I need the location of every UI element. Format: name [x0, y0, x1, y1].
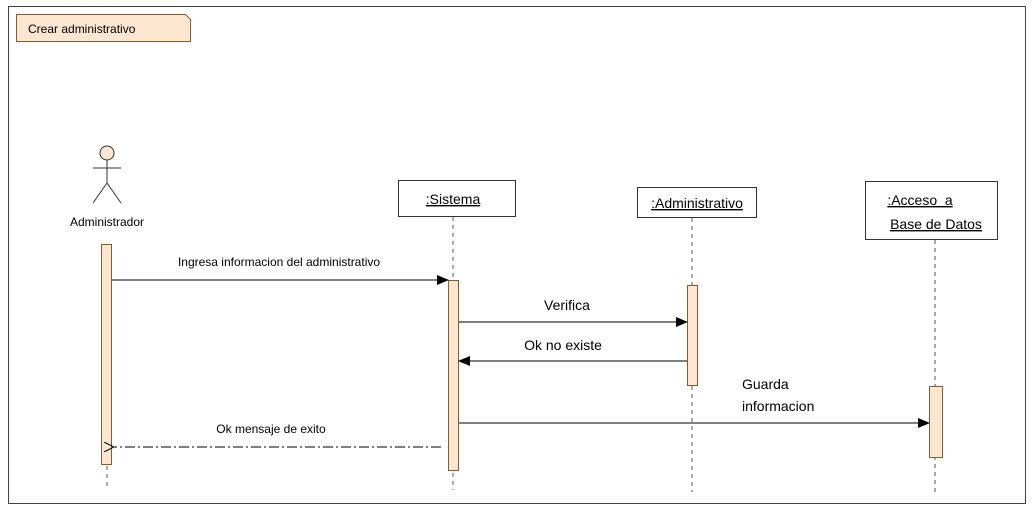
diagram-border	[8, 6, 1026, 504]
message-ingresa: Ingresa informacion del administrativo	[112, 255, 449, 285]
message-guarda-label-1: Guarda	[742, 376, 789, 392]
message-ok-no-existe-label: Ok no existe	[524, 337, 602, 353]
message-guarda: Guarda informacion	[459, 376, 930, 428]
lifeline-administrativo: :Administrativo	[637, 187, 757, 218]
message-verifica: Verifica	[459, 297, 688, 327]
lifeline-acceso-label-2: Base de Datos	[890, 216, 982, 232]
lifeline-acceso-bd: :Acceso a Base de Datos	[865, 181, 998, 240]
activation-administrativo	[687, 285, 698, 386]
activation-sistema	[448, 280, 459, 471]
message-guarda-label-2: informacion	[742, 398, 814, 414]
actor-administrador: Administrador	[70, 145, 144, 229]
activation-acceso	[929, 386, 943, 458]
lifeline-sistema-label: :Sistema	[426, 191, 481, 207]
message-ok-exito: Ok mensaje de exito	[114, 422, 441, 447]
message-ingresa-label: Ingresa informacion del administrativo	[178, 255, 380, 269]
message-verifica-label: Verifica	[544, 297, 590, 313]
actor-head	[99, 145, 115, 161]
message-ok-exito-label: Ok mensaje de exito	[216, 422, 326, 436]
message-ok-no-existe: Ok no existe	[458, 337, 687, 366]
frame-title: Crear administrativo	[28, 22, 136, 36]
actor-label: Administrador	[70, 215, 144, 229]
frame-title-tab: Crear administrativo	[16, 14, 191, 42]
lifeline-sistema: :Sistema	[398, 180, 516, 217]
lifeline-administrativo-label: :Administrativo	[651, 195, 743, 211]
activation-actor	[101, 244, 112, 465]
lifeline-acceso-label-1: :Acceso a	[887, 192, 953, 208]
